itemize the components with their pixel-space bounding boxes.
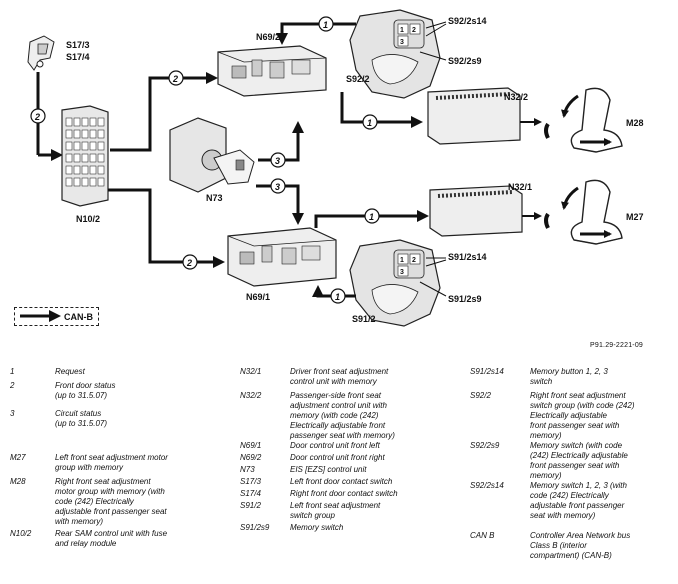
label-s17-3: S17/3 [66,40,90,50]
legend-key: S17/3 [240,477,261,486]
can-b-legend-box [14,307,99,326]
label-m27: M27 [626,212,644,222]
legend-key: N69/2 [240,453,262,462]
label-m28: M28 [626,118,644,128]
legend-description: Right front door contact switch [290,489,398,498]
legend-key: N32/2 [240,391,262,400]
door-contact-switch-icon [27,35,55,71]
legend-key: N69/1 [240,441,262,450]
s91-digit-3: 3 [400,269,404,276]
label-n32-2: N32/2 [504,92,528,102]
s92-digit-1: 1 [400,27,404,34]
legend-key: 2 [10,381,15,390]
legend-description: Memory switch (with code (242) Electrica… [530,441,628,480]
eis-ignition-switch-icon [169,117,255,193]
label-s91-2: S91/2 [352,314,376,324]
seat-control-unit-passenger-icon [427,87,521,145]
circle-2-a-text: 2 [34,112,40,122]
legend-key: S92/2s14 [470,481,504,490]
circle-2-b-text: 2 [172,74,178,84]
legend-key: S92/2s9 [470,441,500,450]
door-control-unit-front-right-icon [217,45,327,97]
s91-digit-1: 1 [400,257,404,264]
legend-key: S91/2s9 [240,523,270,532]
legend-description: Left front seat adjustment motor group w… [55,453,168,472]
label-n69-2: N69/2 [256,32,280,42]
label-s92-2s9: S92/2s9 [448,56,482,66]
legend-description: Door control unit front left [290,441,380,450]
seat-motor-group-passenger-icon [544,87,623,153]
wiring-diagram: S17/3 S17/4 2 N10/2 2 2 [20,9,644,327]
legend-key: 3 [10,409,15,418]
label-s17-4: S17/4 [66,52,90,62]
label-s92-2s14: S92/2s14 [448,16,487,26]
line-n73-to-n69-1: 3 [256,178,304,225]
legend-description: Request [55,367,85,376]
label-n32-1: N32/1 [508,182,532,192]
circle-1-c-text: 1 [367,118,372,128]
legend-description: Memory switch 1, 2, 3 (with code (242) E… [530,481,627,520]
line-n73-to-n69-2: 3 [258,121,304,168]
line-n69-2-to-n32-2: 1 [340,92,423,130]
legend-description: Front door status (up to 31.5.07) [55,381,116,400]
line-n69-1-to-n32-1: 1 [314,208,429,228]
can-line-n10-2-to-n69-1: 2 [108,188,225,270]
legend-description: Controller Area Network bus Class B (int… [530,531,631,560]
line-s92-2-to-n69-2: 1 [276,16,356,45]
circle-1-d-text: 1 [369,212,374,222]
circle-3-b-text: 3 [275,182,280,192]
legend-description: Door control unit front right [290,453,385,462]
circle-3-a-text: 3 [275,156,280,166]
label-n73: N73 [206,193,223,203]
legend-description: Circuit status (up to 31.5.07) [55,409,108,428]
legend-description: Passenger-side front seat adjustment con… [290,391,395,440]
circle-1-a-text: 1 [323,20,328,30]
legend-key: N73 [240,465,255,474]
line-s91-2-to-n69-1: 1 [312,285,356,304]
can-line-n10-2-to-n69-2: 2 [110,70,218,152]
circle-2-c-text: 2 [186,258,192,268]
legend-key: CAN B [470,531,495,540]
legend-description: EIS [EZS] control unit [290,465,367,474]
legend-key: S17/4 [240,489,261,498]
seat-switch-group-left-icon [349,239,441,327]
legend-description: Rear SAM control unit with fuse and rela… [55,529,168,548]
legend-description: Right front seat adjustment switch group… [530,391,635,440]
legend-description: Right front seat adjustment motor group … [55,477,167,526]
legend-key: 1 [10,367,15,376]
legend-description: Memory button 1, 2, 3 switch [530,367,608,386]
circle-2-b [168,70,184,86]
legend-description: Driver front seat adjustment control uni… [290,367,389,386]
door-control-unit-front-left-icon [227,227,337,287]
legend-key: N32/1 [240,367,262,376]
legend-key: S92/2 [470,391,491,400]
label-s91-2s9: S91/2s9 [448,294,482,304]
label-n10-2: N10/2 [76,214,100,224]
s92-digit-3: 3 [400,39,404,46]
circle-1-b-text: 1 [335,292,340,302]
circle-2-a [30,108,46,124]
legend-key: N10/2 [10,529,32,538]
s91-digit-2: 2 [412,257,416,264]
circle-2-c [182,254,198,270]
label-s92-2: S92/2 [346,74,370,84]
label-s91-2s14: S91/2s14 [448,252,487,262]
label-n69-1: N69/1 [246,292,270,302]
seat-motor-group-driver-icon [544,179,623,245]
legend-key: M27 [10,453,26,462]
seat-switch-group-right-icon [349,9,441,99]
sam-fuse-module-icon [61,105,109,207]
seat-control-unit-driver-icon [429,185,523,237]
legend-key: S91/2 [240,501,261,510]
legend-key: S91/2s14 [470,367,504,376]
s92-digit-2: 2 [412,27,416,34]
label-can-b: CAN-B [64,312,93,322]
legend-description: Left front seat adjustment switch group [290,501,381,520]
figure-reference: P91.29-2221-09 [590,342,644,349]
legend-description: Memory switch [290,523,344,532]
legend-description: Left front door contact switch [290,477,393,486]
legend-key: M28 [10,477,26,486]
can-line-s17-to-n10-2: 2 [30,72,63,161]
